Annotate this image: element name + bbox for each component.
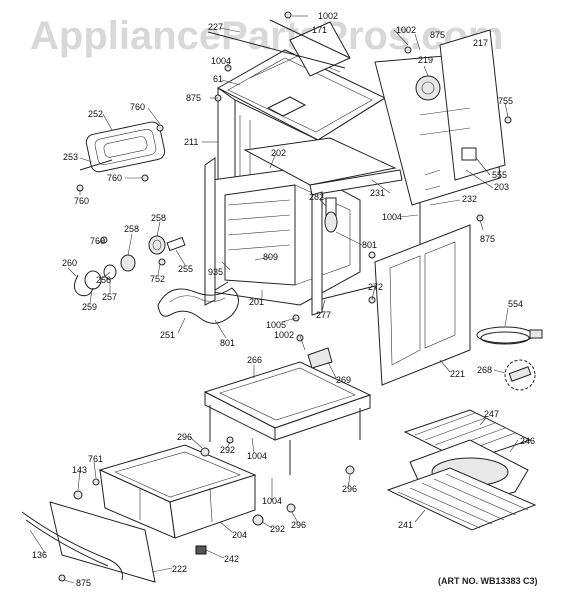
callout-252: 252	[88, 109, 103, 119]
callout-247: 247	[484, 409, 499, 419]
callout-282: 282	[309, 192, 324, 202]
callout-227: 227	[208, 22, 223, 32]
callout-201: 201	[249, 297, 264, 307]
callout-554: 554	[508, 299, 523, 309]
callout-1002: 1002	[396, 25, 416, 35]
callout-875: 875	[430, 30, 445, 40]
callout-760: 760	[130, 102, 145, 112]
callout-935: 935	[208, 267, 223, 277]
callout-809: 809	[263, 252, 278, 262]
callout-257: 257	[102, 292, 117, 302]
callout-260: 260	[62, 258, 77, 268]
oven-light-assembly	[324, 197, 338, 233]
callout-296: 296	[177, 432, 192, 442]
oven-top-cover	[207, 19, 387, 141]
oven-rack	[386, 467, 537, 531]
callout-269: 269	[336, 375, 351, 385]
callout-259: 259	[82, 302, 97, 312]
callout-221: 221	[450, 369, 465, 379]
callout-292: 292	[270, 524, 285, 534]
callout-171: 171	[312, 25, 327, 35]
callout-211: 211	[184, 137, 198, 147]
power-cord	[476, 326, 543, 345]
callout-61: 61	[213, 74, 223, 84]
callout-760: 760	[90, 236, 105, 246]
drawer-front-panel	[21, 501, 156, 583]
callout-202: 202	[271, 148, 286, 158]
control-components	[74, 235, 186, 297]
callout-255: 255	[178, 264, 193, 274]
callout-266: 266	[247, 355, 262, 365]
callout-875: 875	[480, 234, 495, 244]
rear-panel	[374, 29, 506, 206]
callout-258: 258	[124, 224, 139, 234]
callout-752: 752	[150, 274, 165, 284]
callout-268: 268	[477, 365, 492, 375]
callout-875: 875	[76, 578, 91, 588]
storage-drawer	[98, 444, 257, 539]
callout-258: 258	[151, 213, 166, 223]
callout-292: 292	[220, 445, 235, 455]
callout-labels: 1002 227 171 1002 875 217 1004 219 61 87…	[32, 11, 535, 588]
callout-203: 203	[494, 182, 509, 192]
callout-241: 241	[398, 520, 413, 530]
small-hardware	[58, 11, 512, 582]
callout-801: 801	[220, 338, 235, 348]
bake-element	[157, 281, 239, 324]
callout-760: 760	[107, 173, 122, 183]
callout-555: 555	[492, 170, 507, 180]
callout-219: 219	[418, 55, 433, 65]
callout-136: 136	[32, 550, 47, 560]
callout-1002: 1002	[318, 11, 338, 21]
leader-lines	[29, 15, 519, 584]
callout-1004: 1004	[211, 56, 231, 66]
callout-246: 246	[520, 436, 535, 446]
callout-232: 232	[462, 194, 477, 204]
oven-door	[374, 224, 471, 386]
front-frame	[309, 169, 403, 316]
callout-277: 277	[316, 310, 331, 320]
callout-251: 251	[160, 330, 175, 340]
callout-242: 242	[224, 554, 239, 564]
watermark-text: AppliancePartsPros.com	[30, 14, 504, 58]
callout-231: 231	[370, 188, 385, 198]
callout-760: 760	[74, 196, 89, 206]
callout-755: 755	[498, 96, 513, 106]
callout-204: 204	[232, 530, 247, 540]
callout-761: 761	[88, 454, 103, 464]
callout-1005: 1005	[266, 320, 286, 330]
callout-256: 256	[96, 275, 111, 285]
callout-1002: 1002	[274, 330, 294, 340]
callout-1004: 1004	[382, 212, 402, 222]
callout-801: 801	[362, 240, 377, 250]
art-number-label: (ART NO. WB13383 C3)	[438, 576, 538, 586]
callout-875: 875	[186, 93, 201, 103]
callout-296: 296	[291, 520, 306, 530]
callout-217: 217	[473, 38, 488, 48]
callout-222: 222	[172, 564, 187, 574]
surface-heating-element	[79, 121, 166, 173]
rack-slide	[504, 359, 536, 391]
callout-296: 296	[342, 484, 357, 494]
drawer-frame	[203, 347, 372, 475]
callout-1004: 1004	[247, 451, 267, 461]
oven-liner	[204, 137, 397, 306]
callout-272: 272	[368, 282, 383, 292]
callout-253: 253	[63, 152, 78, 162]
callout-143: 143	[72, 465, 87, 475]
callout-1004: 1004	[262, 496, 282, 506]
